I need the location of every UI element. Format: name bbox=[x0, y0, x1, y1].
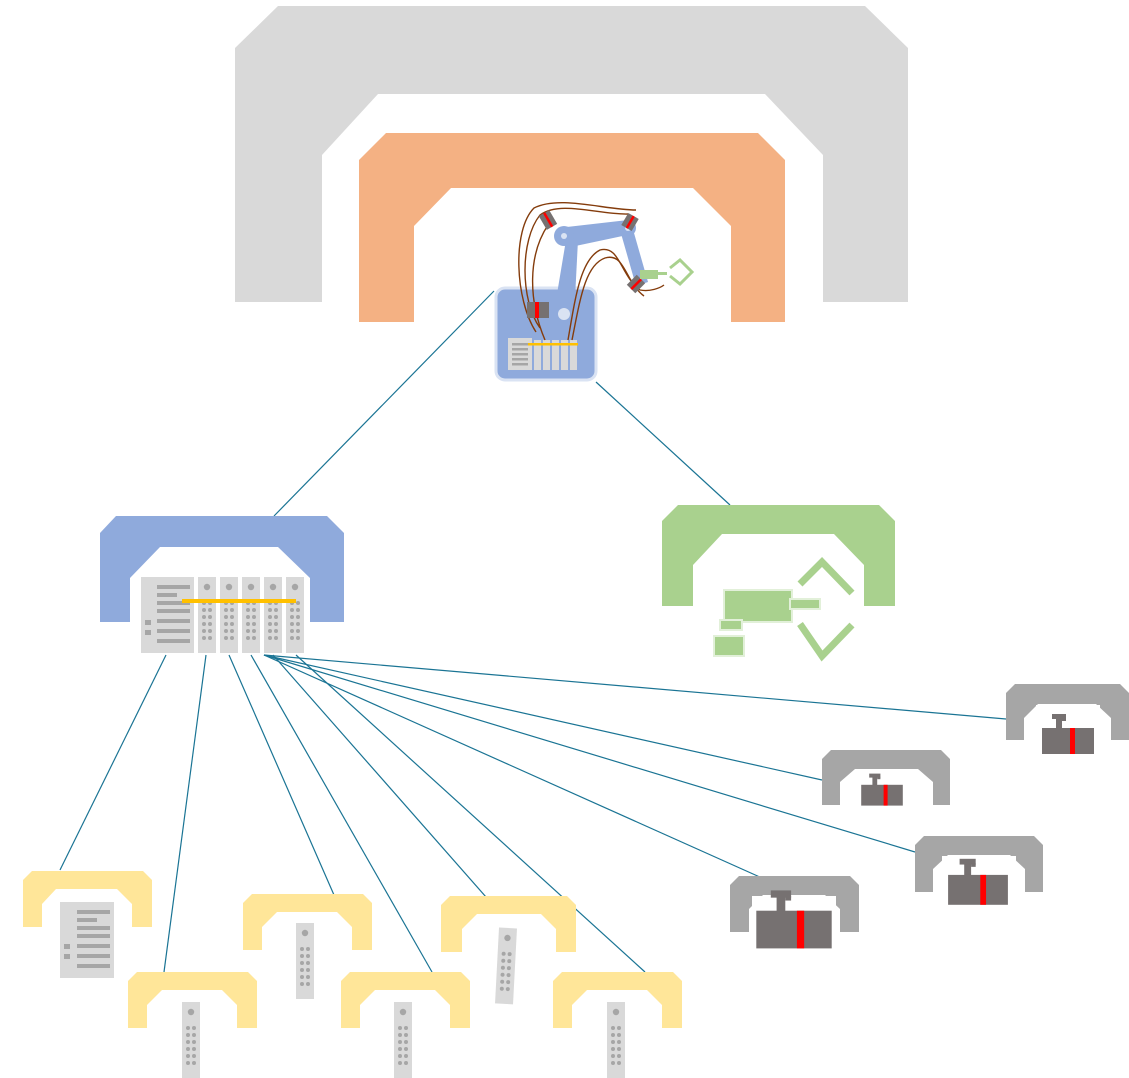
io-module-node-1 bbox=[128, 972, 257, 1078]
link-robot-gripper bbox=[595, 381, 731, 506]
robot-arm-icon bbox=[494, 202, 695, 382]
link-robot-controller bbox=[273, 290, 495, 517]
io-module-icon bbox=[394, 1002, 412, 1078]
controller-rack-icon bbox=[141, 577, 304, 653]
link-controller-motor-4 bbox=[263, 654, 763, 879]
io-module-icon bbox=[296, 923, 314, 999]
servo-motor-node-2 bbox=[822, 750, 950, 814]
cell-frame bbox=[235, 6, 908, 302]
drive-frame bbox=[1006, 684, 1129, 740]
gripper-frame bbox=[662, 505, 895, 606]
link-controller-motor-1 bbox=[263, 654, 1007, 720]
io-module-frame bbox=[128, 972, 257, 1028]
link-controller-io-1 bbox=[163, 654, 207, 973]
io-module-frame bbox=[553, 972, 682, 1028]
drive-frame bbox=[730, 876, 859, 932]
cpu-module-node bbox=[23, 871, 152, 978]
cpu-module-icon bbox=[60, 902, 114, 978]
io-module-icon bbox=[495, 927, 517, 1005]
link-controller-io-5 bbox=[295, 654, 646, 973]
io-slot-2 bbox=[220, 577, 238, 653]
io-slot-4 bbox=[264, 577, 282, 653]
io-module-node-3 bbox=[341, 972, 470, 1078]
link-controller-io-3 bbox=[250, 654, 433, 973]
io-module-node-2 bbox=[243, 894, 372, 999]
io-module-frame bbox=[243, 894, 372, 950]
io-slot-3 bbox=[242, 577, 260, 653]
io-slot-1 bbox=[198, 577, 216, 653]
connection-lines bbox=[59, 290, 1007, 973]
link-controller-io-2 bbox=[228, 654, 335, 896]
drive-frame bbox=[822, 750, 950, 805]
drive-frame bbox=[915, 836, 1043, 892]
link-controller-cpu bbox=[59, 654, 167, 871]
io-module-frame bbox=[441, 896, 576, 952]
gripper-icon bbox=[713, 557, 855, 662]
io-module-icon bbox=[607, 1002, 625, 1078]
servo-motor-node-3 bbox=[915, 836, 1043, 908]
io-slot-5 bbox=[286, 577, 304, 653]
servo-motor-node-1 bbox=[1006, 684, 1129, 760]
link-controller-motor-2 bbox=[263, 654, 823, 781]
io-module-node-5 bbox=[553, 972, 682, 1078]
robot-frame bbox=[359, 133, 785, 322]
io-module-icon bbox=[182, 1002, 200, 1078]
servo-motor-node-4 bbox=[730, 876, 859, 966]
controller-frame bbox=[100, 516, 344, 622]
io-module-frame bbox=[341, 972, 470, 1028]
link-controller-motor-3 bbox=[263, 654, 916, 853]
io-module-frame bbox=[23, 871, 152, 927]
bus-bar bbox=[182, 599, 296, 603]
link-controller-io-4 bbox=[272, 654, 487, 898]
io-module-node-4 bbox=[441, 896, 576, 1005]
